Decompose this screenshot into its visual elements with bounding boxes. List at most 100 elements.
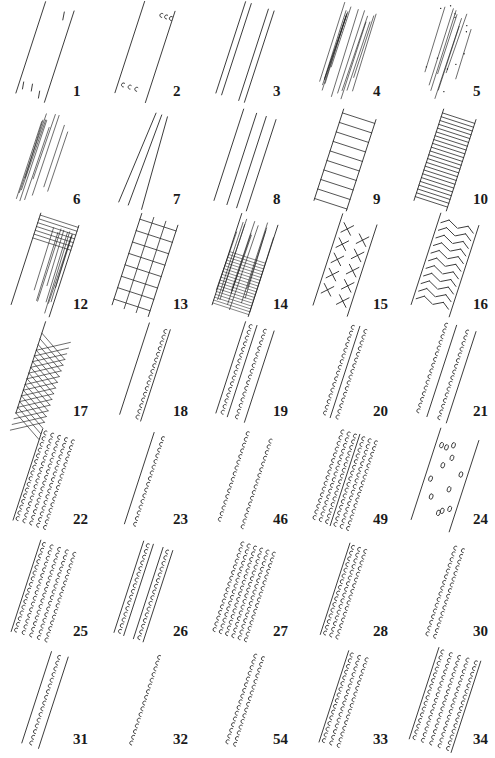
pattern-stroke [427,626,431,631]
pattern-stroke [227,325,257,416]
pattern-stroke [225,739,229,744]
ornament-band [16,111,72,208]
pattern-stroke [360,340,364,345]
pattern-stroke [244,593,248,598]
pattern-stroke [461,341,465,346]
pattern-stroke [426,380,430,385]
pattern-number: 30 [472,624,489,639]
pattern-stroke [14,628,18,633]
pattern-stroke [433,357,437,362]
pattern-stroke [346,526,350,531]
pattern-stroke [431,248,439,255]
pattern-stroke [342,468,346,473]
pattern-stroke [338,479,342,484]
pattern-stroke [141,397,145,402]
ornament-band [120,323,171,421]
pattern-stroke [329,508,333,513]
pattern-stroke [333,704,337,709]
pattern-stroke [333,141,365,152]
pattern-stroke [445,228,456,236]
pattern-stroke [39,657,69,748]
pattern-stroke [321,283,334,296]
pattern-stroke [341,449,345,454]
pattern-stroke [20,610,24,615]
pattern-stroke [235,711,239,716]
pattern-stroke [314,109,344,200]
pattern-stroke [437,346,441,351]
pattern-stroke [23,373,57,399]
pattern-stroke [142,493,146,498]
pattern-stroke [454,17,456,19]
pattern-stroke [345,562,349,567]
pattern-stroke [452,729,456,734]
pattern-stroke [224,612,228,617]
pattern-stroke [137,510,141,515]
pattern-stroke [343,612,347,617]
pattern-stroke [455,661,459,666]
pattern-stroke [454,364,458,369]
pattern-stroke [45,494,49,499]
pattern-stroke [429,368,433,373]
pattern-stroke [231,722,235,727]
pattern-stroke [39,467,43,472]
pattern-stroke [42,593,46,598]
pattern-stroke [29,607,33,612]
pattern-stroke [337,510,341,515]
ornament-band [313,214,377,316]
pattern-stroke [353,666,357,671]
pattern-stroke [35,615,39,620]
pattern-stroke [52,589,56,594]
pattern-stroke [330,388,334,393]
pattern-stroke [438,250,449,258]
ornament-band [413,2,478,103]
pattern-stroke [56,485,60,490]
pattern-stroke [354,357,358,362]
pattern-stroke [347,501,351,506]
pattern-stroke [156,352,160,357]
pattern-stroke [29,476,33,481]
pattern-number: 19 [272,404,289,419]
pattern-stroke [33,345,67,371]
ornament-band [314,109,376,211]
pattern-stroke [29,356,63,382]
pattern-stroke [422,707,426,712]
pattern-stroke [152,363,156,368]
pattern-stroke [48,601,52,606]
pattern-stroke [424,170,456,181]
pattern-stroke [163,329,167,334]
pattern-stroke [448,220,459,228]
pattern-stroke [11,540,41,631]
pattern-stroke [64,437,68,442]
pattern-stroke [237,705,241,710]
pattern-stroke [339,737,343,742]
pattern-stroke [448,381,452,386]
pattern-stroke [340,681,344,686]
pattern-stroke [45,450,49,455]
pattern-stroke [437,661,441,666]
pattern-stroke [321,511,325,516]
pattern-stroke [416,724,420,729]
pattern-stroke [44,500,48,505]
pattern-stroke [46,689,50,694]
pattern-stroke [160,340,164,345]
pattern-number: 18 [172,404,189,419]
pattern-stroke [425,631,429,636]
pattern-stroke [438,284,448,292]
pattern-stroke [230,595,234,600]
pattern-stroke [246,380,250,385]
pattern-stroke [272,552,276,557]
pattern-number: 7 [172,192,182,207]
pattern-stroke [44,11,74,102]
pattern-stroke [60,474,64,479]
pattern-stroke [59,592,63,597]
pattern-stroke [43,525,47,530]
pattern-stroke [341,397,345,402]
pattern-stroke [455,565,459,570]
pattern-stroke [437,415,441,420]
pattern-stroke [229,576,233,581]
pattern-stroke [213,303,249,315]
pattern-stroke [341,223,354,236]
pattern-stroke [252,685,256,690]
pattern-stroke [149,375,153,380]
pattern-stroke [350,678,354,683]
